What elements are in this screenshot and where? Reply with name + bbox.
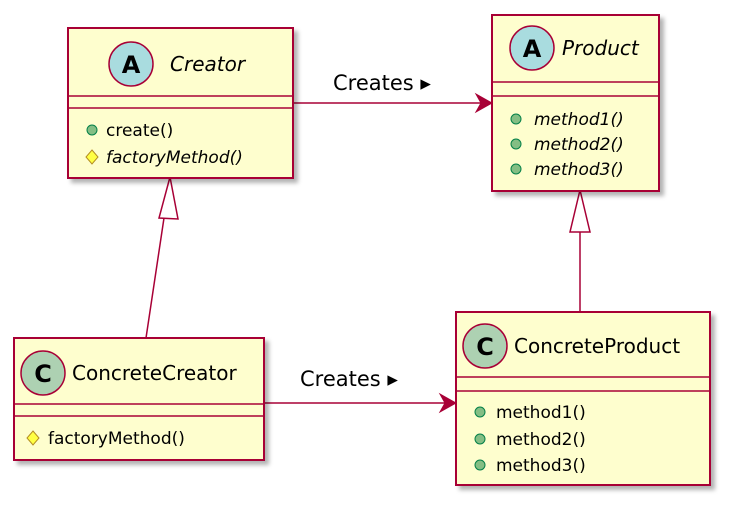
arrowhead [474, 92, 494, 114]
class-concrete-product: C ConcreteProduct method1() method2() me… [455, 311, 711, 486]
arrowhead [438, 392, 458, 414]
class-concrete-creator: C ConcreteCreator factoryMethod() [13, 337, 265, 461]
method-method2: method2() [534, 135, 624, 155]
public-method-icon [86, 124, 98, 136]
protected-method-icon [85, 149, 99, 165]
class-badge-icon [462, 323, 508, 369]
public-method-icon [510, 138, 522, 150]
class-name: ConcreteProduct [514, 334, 680, 358]
class-name: Product [562, 36, 640, 60]
method-method1: method1() [496, 403, 586, 423]
badge-letter: A [122, 51, 141, 79]
badge-letter: C [476, 333, 494, 361]
class-badge-icon [20, 350, 66, 396]
method-method3: method3() [534, 160, 624, 180]
badge-letter: C [34, 360, 52, 388]
method-method1: method1() [534, 110, 624, 130]
relation-inherit-product [569, 189, 591, 312]
hollow-triangle-arrowhead [158, 176, 179, 220]
method-create: create() [106, 121, 173, 141]
method-factorymethod: factoryMethod() [48, 429, 185, 449]
class-box [67, 27, 294, 179]
relation-inherit-creator [145, 176, 179, 339]
relation-label-creates-bottom: Creates ▸ [300, 367, 398, 391]
relation-creates-top: Creates ▸ [293, 71, 494, 114]
class-name: ConcreteCreator [72, 361, 237, 385]
public-method-icon [474, 433, 486, 445]
method-method2: method2() [496, 430, 586, 450]
badge-letter: A [523, 35, 542, 63]
class-creator: A Creator create() factoryMethod() [67, 27, 294, 179]
method-factorymethod: factoryMethod() [106, 148, 243, 168]
public-method-icon [510, 163, 522, 175]
generalization-line [145, 217, 165, 339]
public-method-icon [474, 459, 486, 471]
abstract-class-badge-icon [509, 25, 555, 71]
public-method-icon [510, 113, 522, 125]
class-name: Creator [170, 52, 247, 76]
relation-creates-bottom: Creates ▸ [264, 367, 458, 414]
class-box [491, 14, 660, 192]
relation-label-creates-top: Creates ▸ [333, 71, 431, 95]
public-method-icon [474, 406, 486, 418]
hollow-triangle-arrowhead [569, 189, 591, 233]
method-method3: method3() [496, 456, 586, 476]
class-product: A Product method1() method2() method3() [491, 14, 660, 192]
protected-method-icon [26, 430, 40, 446]
abstract-class-badge-icon [108, 41, 154, 87]
